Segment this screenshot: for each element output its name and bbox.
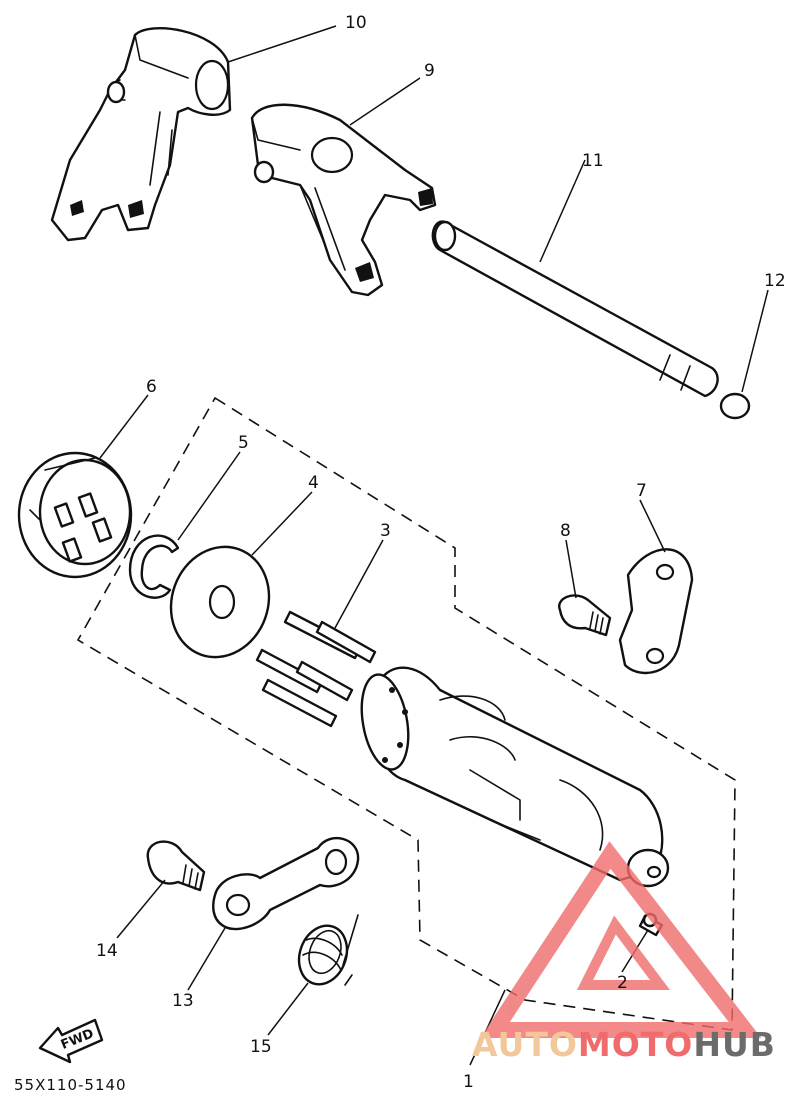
callout-6: 6 bbox=[146, 377, 157, 397]
leader-lines bbox=[99, 25, 769, 1066]
watermark-hub: HUB bbox=[693, 1025, 776, 1064]
callout-5: 5 bbox=[238, 433, 249, 453]
part-11-guide-bar bbox=[431, 220, 719, 398]
part-3-pins bbox=[255, 610, 377, 728]
part-13-lever bbox=[212, 837, 360, 931]
watermark-logo bbox=[480, 841, 762, 1038]
part-15-spring bbox=[297, 914, 359, 986]
watermark-auto: AUTO bbox=[472, 1025, 578, 1064]
part-4-washer bbox=[169, 545, 271, 659]
part-6-bearing bbox=[17, 451, 133, 579]
callout-9: 9 bbox=[424, 61, 435, 81]
fwd-arrow: FWD bbox=[38, 1018, 104, 1064]
assembly-boundary bbox=[76, 396, 736, 1031]
callout-11: 11 bbox=[582, 151, 604, 171]
callout-12: 12 bbox=[764, 271, 786, 291]
watermark-moto: MOTO bbox=[578, 1025, 693, 1064]
callout-3: 3 bbox=[380, 521, 391, 541]
part-1-shift-drum bbox=[360, 666, 670, 888]
callout-8: 8 bbox=[560, 521, 571, 541]
svg-text:AUTOMOTOHUB: AUTOMOTOHUB bbox=[472, 1025, 776, 1064]
callout-1: 1 bbox=[463, 1072, 474, 1092]
callout-2: 2 bbox=[617, 973, 628, 993]
part-9-shift-fork bbox=[250, 103, 437, 297]
callout-14: 14 bbox=[96, 941, 118, 961]
callout-10: 10 bbox=[345, 13, 367, 33]
callout-13: 13 bbox=[172, 991, 194, 1011]
part-5-snap-ring bbox=[128, 534, 180, 599]
diagram-code: 55X110-5140 bbox=[14, 1076, 127, 1094]
part-8-bolt bbox=[558, 594, 612, 637]
watermark-text: AUTOMOTOHUB bbox=[472, 1025, 776, 1064]
callout-7: 7 bbox=[636, 481, 647, 501]
callout-labels: 10 9 11 12 6 5 4 3 7 8 14 13 15 2 1 bbox=[96, 13, 786, 1092]
part-10-shift-fork bbox=[50, 27, 232, 242]
part-12-circlip bbox=[719, 392, 751, 420]
callout-4: 4 bbox=[308, 473, 319, 493]
callout-15: 15 bbox=[250, 1037, 272, 1057]
part-14-bolt bbox=[146, 840, 206, 892]
part-7-stopper-plate bbox=[618, 548, 694, 675]
